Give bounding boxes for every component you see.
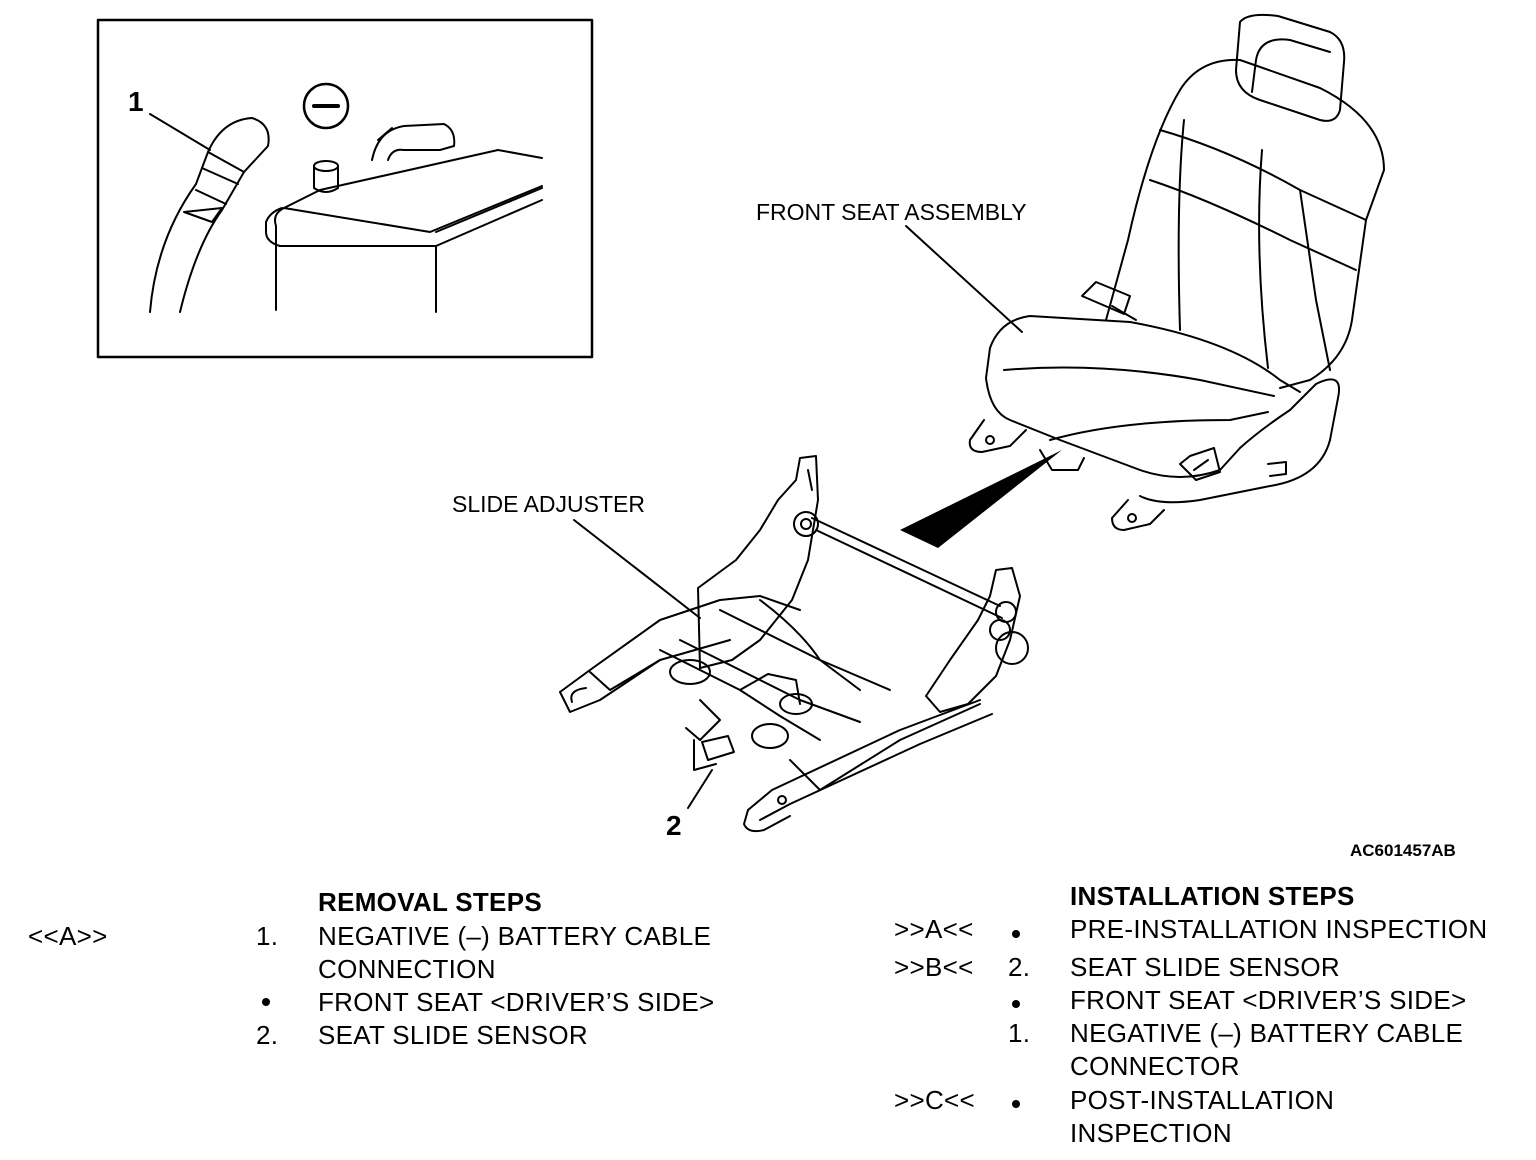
- removal-step-num: 1.: [256, 921, 279, 951]
- removal-step-text-cont: CONNECTION: [318, 954, 496, 984]
- installation-step-text: PRE-INSTALLATION INSPECTION: [1070, 914, 1488, 944]
- installation-ref-b: >>B<<: [894, 952, 974, 982]
- negative-sign-icon: [302, 82, 350, 130]
- removal-bullet: [262, 998, 270, 1006]
- figure-code: AC601457AB: [1350, 841, 1456, 860]
- installation-step-text-cont: CONNECTOR: [1070, 1051, 1240, 1081]
- removal-heading: REMOVAL STEPS: [318, 887, 542, 917]
- removal-step-text: SEAT SLIDE SENSOR: [318, 1020, 589, 1050]
- installation-step-num: 1.: [1008, 1018, 1031, 1048]
- installation-bullet: [1012, 1000, 1020, 1008]
- installation-step-text-cont: INSPECTION: [1070, 1118, 1232, 1148]
- slide-adjuster-drawing: [559, 455, 1029, 833]
- callout-1: 1: [128, 86, 144, 117]
- callout-2: 2: [666, 810, 682, 841]
- battery-inset: [96, 18, 594, 359]
- removal-step-text: NEGATIVE (–) BATTERY CABLE: [318, 921, 712, 951]
- installation-heading: INSTALLATION STEPS: [1070, 881, 1355, 911]
- installation-step-text: POST-INSTALLATION: [1070, 1085, 1335, 1115]
- installation-ref-a: >>A<<: [894, 914, 974, 944]
- installation-step-num: 2.: [1008, 952, 1031, 982]
- removal-step-text: FRONT SEAT <DRIVER’S SIDE>: [318, 987, 715, 1017]
- removal-step-num: 2.: [256, 1020, 279, 1050]
- front-seat-assembly-label: FRONT SEAT ASSEMBLY: [756, 199, 1027, 225]
- front-seat-drawing: [968, 13, 1385, 531]
- installation-bullet: [1012, 930, 1020, 938]
- installation-bullet: [1012, 1100, 1020, 1108]
- installation-step-text: SEAT SLIDE SENSOR: [1070, 952, 1341, 982]
- direction-wedge: [900, 450, 1062, 548]
- slide-adjuster-label: SLIDE ADJUSTER: [452, 491, 645, 517]
- installation-step-text: FRONT SEAT <DRIVER’S SIDE>: [1070, 985, 1467, 1015]
- seat-slide-sensor: [701, 735, 735, 761]
- removal-ref-a: <<A>>: [28, 921, 108, 951]
- installation-step-text: NEGATIVE (–) BATTERY CABLE: [1070, 1018, 1464, 1048]
- installation-ref-c: >>C<<: [894, 1085, 976, 1115]
